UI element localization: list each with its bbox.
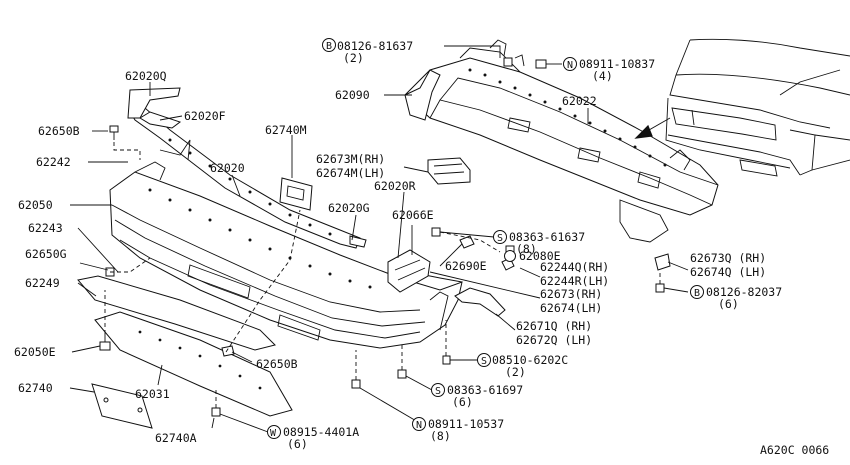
- part-label: 62673M(RH): [316, 152, 385, 166]
- part-label: 62244Q(RH): [540, 260, 609, 274]
- hardware-qty: (6): [452, 395, 473, 409]
- hardware-qty: (6): [287, 437, 308, 451]
- part-label: 62020Q: [125, 69, 167, 83]
- part-label: 62020G: [328, 201, 370, 215]
- hardware-prefix: S: [435, 386, 441, 397]
- license-bracket-upper: [279, 177, 313, 211]
- part-label: 62740: [18, 381, 53, 395]
- part-label: 62022: [562, 94, 597, 108]
- part-label: 62050E: [14, 345, 56, 359]
- part-label: 62090: [335, 88, 370, 102]
- hardware-prefix: S: [497, 233, 503, 244]
- part-label: 62020F: [184, 109, 226, 123]
- hardware-qty: (2): [343, 51, 364, 65]
- part-label: 62740A: [155, 431, 197, 445]
- hardware-qty: (6): [718, 297, 739, 311]
- part-label: 62080E: [519, 249, 561, 263]
- fascia-upper-62020: [127, 87, 367, 249]
- hardware-prefix: S: [481, 356, 487, 367]
- part-label: 62050: [18, 198, 53, 212]
- part-label: 62650B: [256, 357, 298, 371]
- part-label: 62249: [25, 276, 60, 290]
- part-label: 62650B: [38, 124, 80, 138]
- reinforcement-62022: [404, 39, 719, 243]
- lower-apron-62243: [77, 275, 276, 351]
- part-label: 62650G: [25, 247, 67, 261]
- hardware-label: 08126-82037: [706, 285, 782, 299]
- valance-strip-62031: [94, 311, 293, 417]
- part-label: 62672Q (LH): [516, 333, 592, 347]
- hardware-label: 08911-10537: [428, 417, 504, 431]
- hardware-prefix: N: [567, 60, 573, 71]
- hardware-prefix: N: [416, 420, 422, 431]
- hardware-label: 08510-6202C: [492, 353, 568, 367]
- part-label: 62244R(LH): [540, 274, 609, 288]
- car-front-illustration: [665, 38, 850, 177]
- part-label: 62031: [135, 387, 170, 401]
- hardware-label: 08915-4401A: [283, 425, 359, 439]
- part-label: 62242: [36, 155, 71, 169]
- hardware-qty: (8): [516, 242, 537, 256]
- hardware-qty: (2): [505, 365, 526, 379]
- part-label: 62673Q (RH): [690, 251, 766, 265]
- part-label: 62690E: [445, 259, 487, 273]
- hardware-prefix: B: [694, 288, 700, 299]
- part-label: 62673(RH): [540, 287, 602, 301]
- part-label: 62243: [28, 221, 63, 235]
- part-label: 62671Q (RH): [516, 319, 592, 333]
- part-labels: 62020Q 62020F 62650B 62242 62050 62243 6…: [14, 39, 829, 457]
- part-label: 62740M: [265, 123, 307, 137]
- hardware-qty: (8): [430, 429, 451, 443]
- side-marker-lamp: [427, 157, 471, 185]
- hardware-prefix: B: [326, 41, 332, 52]
- part-label: 62674M(LH): [316, 166, 385, 180]
- part-label: 62674(LH): [540, 301, 602, 315]
- hardware-prefix: W: [270, 428, 277, 439]
- hardware-label: 08126-81637: [337, 39, 413, 53]
- hardware-label: 08363-61697: [447, 383, 523, 397]
- hardware-label: 08363-61637: [509, 230, 585, 244]
- hardware-qty: (4): [592, 69, 613, 83]
- license-plate-62740: [91, 383, 153, 429]
- leader-lines: [69, 45, 689, 433]
- hardware-label: 08911-10837: [579, 57, 655, 71]
- part-label: 62020: [210, 161, 245, 175]
- part-label: 62674Q (LH): [690, 265, 766, 279]
- diagram-code: A620C 0066: [760, 443, 829, 457]
- part-label: 62020R: [374, 179, 416, 193]
- hardware-symbols: [267, 38, 704, 439]
- part-label: 62066E: [392, 208, 434, 222]
